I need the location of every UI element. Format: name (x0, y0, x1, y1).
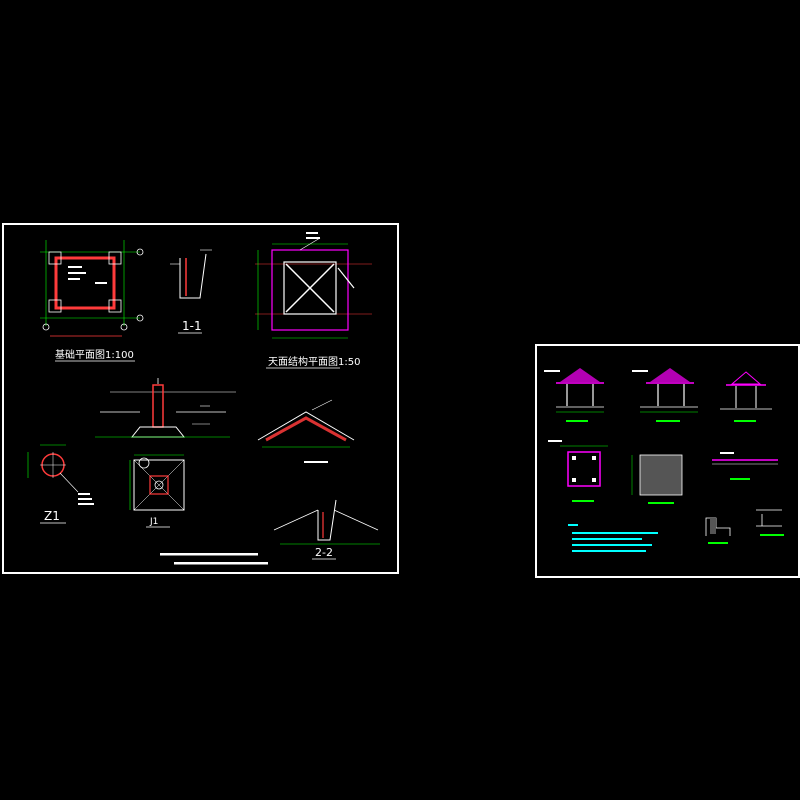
sheet-left-frame (2, 223, 399, 574)
cyan-notes (568, 524, 658, 552)
footing-j1-label: J1 (149, 517, 158, 527)
roof-ridge-section (257, 399, 355, 463)
sheet-left: 基础平面图1:100 1-1 (2, 223, 399, 574)
sheet-right-frame (535, 344, 800, 578)
section-2-2: 2-2 (273, 499, 380, 560)
elevation-side (632, 368, 698, 422)
footing-j1-plan: J1 (129, 454, 185, 528)
section-1-1: 1-1 (170, 249, 212, 334)
sheet-right (535, 344, 800, 578)
column-footing-elevation (95, 378, 236, 438)
section-2-2-label: 2-2 (315, 546, 333, 559)
notes-block (160, 553, 268, 565)
foundation-plan-title: 基础平面图1:100 (55, 348, 134, 361)
bench-detail (712, 452, 778, 480)
curb-detail (756, 509, 784, 536)
column-z1: Z1 (27, 444, 94, 524)
section-1-1-label: 1-1 (182, 319, 202, 333)
roof-plan: 天面结构平面图1:50 (255, 232, 372, 369)
paving-detail (631, 454, 683, 504)
foundation-plan: 基础平面图1:100 (40, 240, 144, 362)
elevation-front (544, 368, 604, 422)
elevation-section (720, 371, 772, 422)
roof-plan-title: 天面结构平面图1:50 (268, 355, 360, 368)
pavilion-plan (548, 440, 608, 502)
column-z1-label: Z1 (44, 509, 60, 523)
step-detail (705, 517, 731, 544)
